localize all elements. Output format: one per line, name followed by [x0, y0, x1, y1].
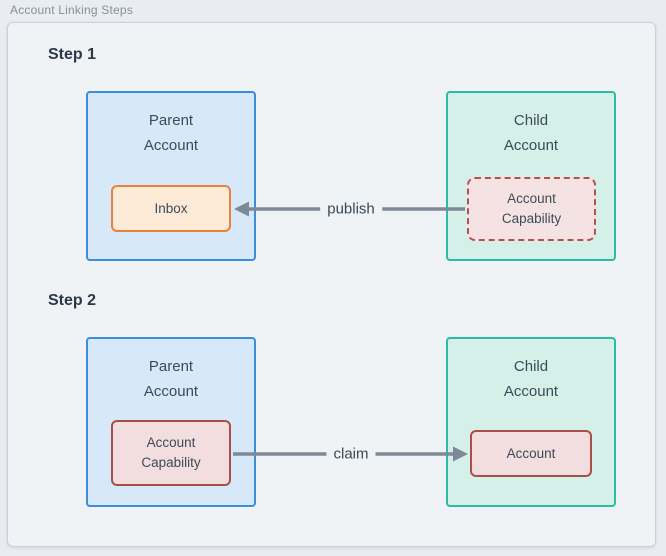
- step1-parent-account-box: Parent Account: [86, 91, 256, 261]
- step2-child-account-box: Child Account: [446, 337, 616, 507]
- step1-inbox-box: Inbox: [111, 185, 231, 232]
- step1-capability-label-line1: Account: [507, 191, 556, 206]
- step1-parent-title-line2: Account: [143, 137, 199, 154]
- step2-capability-label-line1: Account: [146, 435, 196, 450]
- step2-parent-title-line1: Parent: [148, 358, 194, 375]
- step1-parent-title-line1: Parent: [148, 112, 194, 129]
- step2-account-box: Account: [470, 430, 592, 477]
- step1-heading: Step 1: [48, 46, 97, 63]
- account-label: Account: [506, 445, 556, 461]
- step2-heading: Step 2: [48, 292, 97, 309]
- step1-capability-label-line2: Capability: [501, 211, 562, 226]
- inbox-label: Inbox: [154, 200, 188, 216]
- step2-parent-title-line2: Account: [143, 383, 199, 400]
- claim-arrow-label: claim: [326, 445, 376, 463]
- publish-arrow-label: publish: [320, 200, 382, 218]
- step2-capability-label-line2: Capability: [141, 455, 201, 470]
- step1-account-capability-box-dashed: Account Capability: [467, 177, 596, 241]
- step2-account-capability-box: Account Capability: [111, 420, 231, 486]
- step2-child-title-line1: Child: [513, 358, 549, 375]
- step1-child-title-line1: Child: [513, 112, 549, 129]
- step1-child-title-line2: Account: [503, 137, 559, 154]
- window-title: Account Linking Steps: [10, 3, 133, 17]
- step2-child-title-line2: Account: [503, 383, 559, 400]
